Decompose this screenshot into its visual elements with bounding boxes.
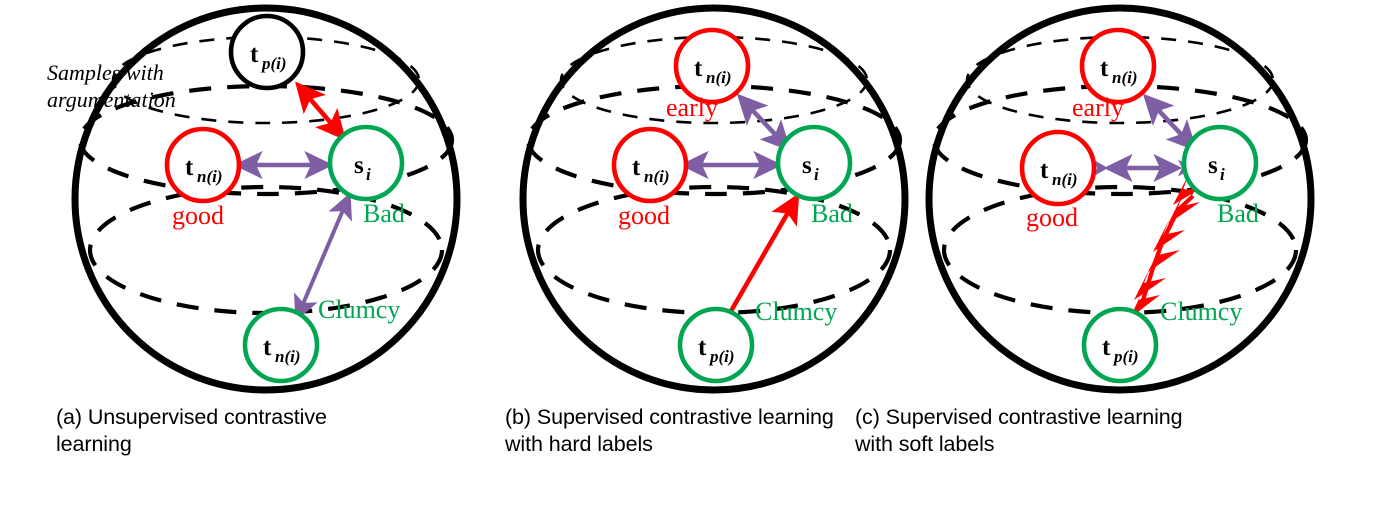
tag-good: good bbox=[1026, 203, 1078, 232]
sphere-outline-a bbox=[71, 4, 461, 394]
node-label-sub-i: i bbox=[814, 165, 819, 184]
node-label-sub-p: p(i) bbox=[708, 347, 735, 366]
node-label-s-main: s bbox=[1208, 152, 1218, 179]
node-label-sub-n: n(i) bbox=[706, 68, 732, 87]
sphere-outline-b bbox=[519, 4, 909, 394]
node-label-sub-n: n(i) bbox=[1112, 68, 1138, 87]
node-t-n-i-good-a: t n(i) good bbox=[164, 126, 242, 230]
node-label-s-main: s bbox=[802, 152, 812, 179]
node-label-t-main: t bbox=[263, 334, 272, 361]
node-label-t-main: t bbox=[250, 41, 259, 68]
tag-clumcy: Clumcy bbox=[755, 297, 837, 326]
node-label-sub-p: p(i) bbox=[260, 54, 287, 73]
node-label-t-main: t bbox=[632, 154, 641, 181]
node-t-p-i-low-b: t p(i) Clumcy bbox=[677, 297, 837, 384]
node-label-sub-n: n(i) bbox=[275, 347, 301, 366]
purple-extra-head-left bbox=[1093, 159, 1108, 177]
node-s-i-anchor-b: s i Bad bbox=[775, 124, 853, 228]
node-label-t-main: t bbox=[1102, 334, 1111, 361]
tag-good: good bbox=[618, 201, 670, 230]
node-label-t-main: t bbox=[185, 154, 194, 181]
sphere-outline-c bbox=[925, 4, 1315, 394]
node-t-n-i-low-a: t n(i) Clumcy bbox=[242, 295, 400, 384]
node-label-sub-i: i bbox=[366, 165, 371, 184]
node-t-n-i-good-b: t n(i) good bbox=[611, 126, 689, 230]
node-label-s-main: s bbox=[354, 152, 364, 179]
red-attract-arrow-b bbox=[725, 193, 800, 320]
purple-repel-arrow-horizontal-c bbox=[1093, 153, 1193, 183]
node-label-sub-n: n(i) bbox=[1052, 170, 1078, 189]
tag-bad: Bad bbox=[811, 199, 853, 228]
node-label-t-main: t bbox=[1040, 157, 1049, 184]
node-t-n-i-early-b: t n(i) early bbox=[666, 27, 751, 122]
purple-repel-arrow-early-b bbox=[736, 93, 792, 152]
node-s-i-anchor-c: s i Bad bbox=[1181, 124, 1259, 228]
annotation-samples-line1: Samples with bbox=[47, 60, 164, 85]
tag-bad: Bad bbox=[1217, 199, 1259, 228]
annotation-samples-line2: argumentation bbox=[47, 87, 176, 112]
tag-clumcy: Clumcy bbox=[318, 295, 400, 324]
red-attract-arrow-a bbox=[294, 81, 347, 141]
tag-early: early bbox=[666, 93, 718, 122]
panel-b-sphere-group: t n(i) early t n(i) good s i Bad t bbox=[519, 4, 909, 394]
node-t-n-i-early-c: t n(i) early bbox=[1072, 27, 1157, 122]
node-label-t-main: t bbox=[698, 334, 707, 361]
node-s-i-anchor-a: s i Bad bbox=[327, 124, 405, 228]
tag-clumcy: Clumcy bbox=[1160, 297, 1242, 326]
caption-panel-b: (b) Supervised contrastive learning with… bbox=[505, 405, 834, 456]
node-label-t-main: t bbox=[1100, 55, 1109, 82]
purple-repel-arrow-early-c bbox=[1142, 93, 1198, 152]
red-attract-arrow-stacked-c bbox=[1123, 176, 1203, 335]
tag-good: good bbox=[172, 201, 224, 230]
panel-c-sphere-group: t n(i) early t n(i) good s i Bad t bbox=[925, 4, 1315, 394]
caption-panel-a: (a) Unsupervised contrastive learning bbox=[56, 405, 327, 456]
node-label-t-main: t bbox=[694, 55, 703, 82]
tag-bad: Bad bbox=[363, 199, 405, 228]
node-t-p-i-top-a: t p(i) bbox=[228, 13, 306, 91]
panel-a-sphere-group: Samples with argumentation t p(i) bbox=[47, 4, 461, 394]
node-t-p-i-low-c: t p(i) Clumcy bbox=[1081, 297, 1242, 384]
tag-early: early bbox=[1072, 93, 1124, 122]
node-t-n-i-good-c: t n(i) good bbox=[1019, 129, 1097, 232]
node-label-sub-p: p(i) bbox=[1112, 347, 1139, 366]
node-label-sub-n: n(i) bbox=[644, 167, 670, 186]
node-label-sub-n: n(i) bbox=[197, 167, 223, 186]
purple-repel-arrow-diagonal-a bbox=[294, 192, 352, 322]
node-label-sub-i: i bbox=[1220, 165, 1225, 184]
caption-panel-c: (c) Supervised contrastive learning with… bbox=[855, 405, 1183, 456]
